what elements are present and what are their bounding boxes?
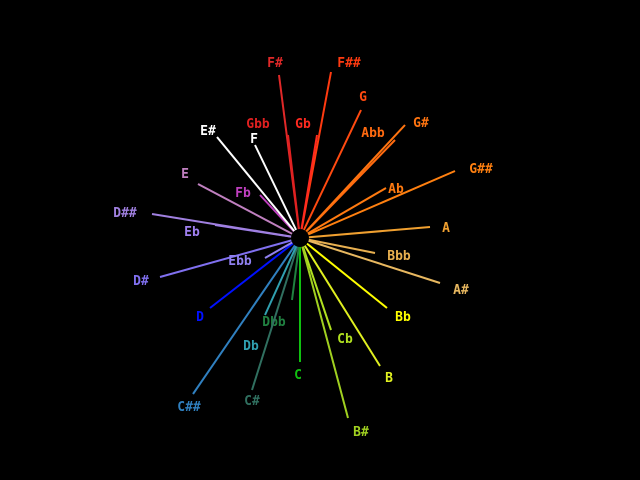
note-label: C## [177,400,201,415]
note-label: D# [133,274,149,289]
note-label: E [181,167,189,182]
note-ray-Dbb [291,237,301,301]
note-ray-Gsharp [299,124,406,239]
note-label: Cb [337,332,353,347]
note-label: G# [413,116,429,131]
note-ray-Asharp [299,237,441,284]
note-label: Bb [395,310,411,325]
note-label: A [442,221,450,236]
note-ray-Db [264,237,301,316]
note-label: D [196,310,204,325]
note-ray-Bb [299,237,388,309]
note-ray-Gb [299,134,318,239]
note-label: C# [244,394,260,409]
note-ray-F [254,144,301,239]
note-label: Ebb [228,254,252,269]
note-ray-Dsharp [159,237,301,278]
note-label: E# [200,124,216,139]
note-label: B# [353,425,369,440]
note-ray-D [209,237,301,309]
note-label: Bbb [387,249,411,264]
note-label: G## [469,162,493,177]
note-label: G [359,90,367,105]
note-ray-Csharpsharp [192,237,301,395]
note-label: Gbb [246,117,270,132]
note-label: Db [243,339,259,354]
note-ray-Gsharpsharp [299,170,456,239]
note-ray-Dsharpsharp [151,213,301,239]
note-label: Fb [235,186,251,201]
note-ray-B [299,237,381,367]
note-label: Eb [184,225,200,240]
note-ray-Bsharp [299,237,349,419]
note-label: D## [113,206,137,221]
note-label: Abb [361,126,385,141]
note-ray-Gbb [287,134,301,239]
note-ray-Ab [299,187,387,239]
note-ray-E [197,183,301,239]
note-ray-Cb [299,237,332,331]
note-label: B [385,371,393,386]
note-ray-Csharp [251,237,301,391]
note-label: F [250,132,258,147]
note-label: A# [453,283,469,298]
note-ray-A [299,226,431,239]
note-label: Gb [295,117,311,132]
hub-circle-icon [291,229,309,247]
note-ray-Esharp [216,136,301,239]
note-ray-Bbb [299,237,376,254]
note-label: F# [267,56,283,71]
note-label: C [294,368,302,383]
note-label: F## [337,56,361,71]
note-label: Ab [388,182,404,197]
note-ray-G [299,109,362,239]
